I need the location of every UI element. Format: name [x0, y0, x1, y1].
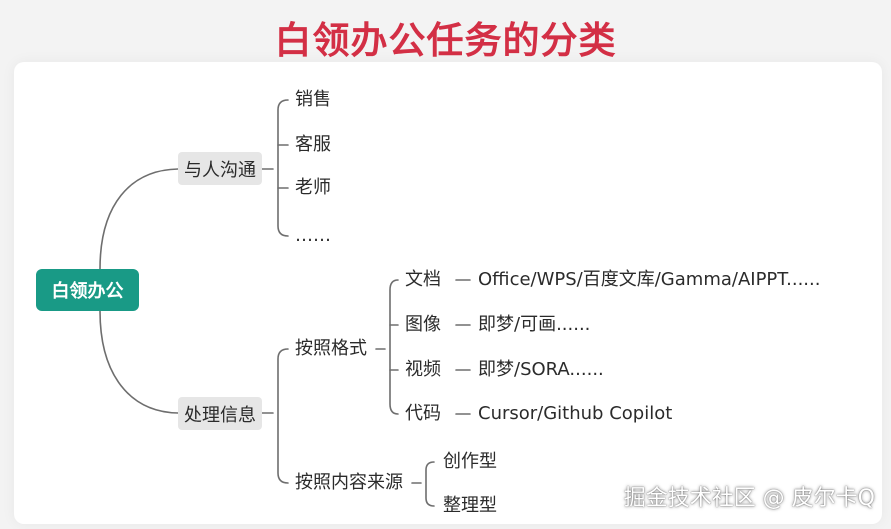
- leaf-code-tools: Cursor/Github Copilot: [478, 403, 673, 424]
- leaf-creative: 创作型: [443, 451, 497, 472]
- leaf-customer-service: 客服: [295, 134, 331, 155]
- leaf-image-tools: 即梦/可画......: [478, 314, 591, 335]
- bracket-info: [261, 348, 289, 484]
- leaf-sales: 销售: [295, 89, 331, 110]
- node-communication: 与人沟通: [178, 152, 262, 185]
- leaf-doc: 文档: [405, 269, 441, 290]
- leaf-code: 代码: [405, 403, 441, 424]
- node-info: 处理信息: [178, 397, 262, 430]
- leaf-video: 视频: [405, 359, 441, 380]
- leaf-doc-tools: Office/WPS/百度文库/Gamma/AIPPT......: [478, 269, 821, 290]
- leaf-curated: 整理型: [443, 495, 497, 516]
- node-by-format: 按照格式: [295, 338, 367, 359]
- leaf-image: 图像: [405, 314, 441, 335]
- watermark: 掘金技术社区 @ 皮尔卡Q: [623, 486, 875, 511]
- bracket-format: [375, 279, 399, 415]
- edge-root-info: [99, 310, 179, 414]
- leaf-video-tools: 即梦/SORA......: [478, 359, 604, 380]
- leaf-ellipsis: ……: [295, 225, 331, 246]
- bracket-communication: [261, 99, 289, 237]
- root-node: 白领办公: [36, 269, 139, 311]
- diagram-canvas: [14, 62, 882, 524]
- bracket-source: [411, 461, 435, 507]
- leaf-teacher: 老师: [295, 177, 331, 198]
- diagram-title: 白领办公任务的分类: [274, 19, 617, 62]
- edge-root-communication: [99, 168, 179, 270]
- node-by-source: 按照内容来源: [295, 472, 403, 493]
